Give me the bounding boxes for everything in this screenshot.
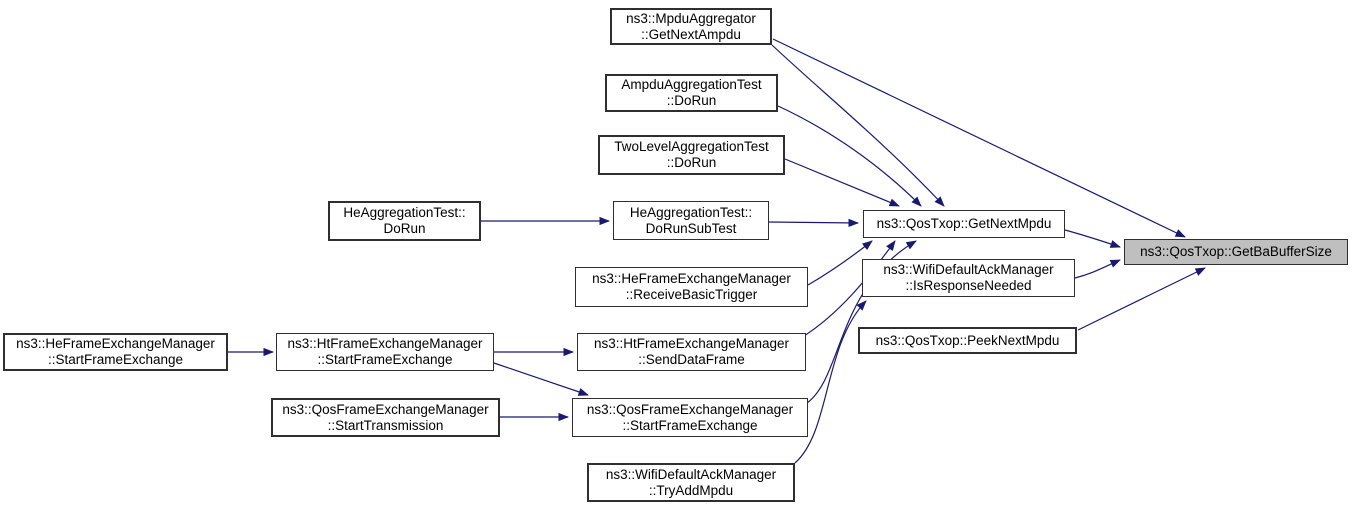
node-qos-fem-start-transmission[interactable]: ns3::QosFrameExchangeManager::StartTrans… — [271, 398, 500, 437]
node-label-line: ns3::QosTxop::PeekNextMpdu — [875, 332, 1060, 348]
edge-wifi-default-ack-manager-is-response-needed--to--qos-txop-get-ba-buffer-size — [1074, 259, 1121, 279]
edge-mpdu-aggregator-get-next-ampdu--to--qos-txop-get-next-mpdu — [771, 44, 945, 207]
node-qos-txop-get-ba-buffer-size: ns3::QosTxop::GetBaBufferSize — [1124, 239, 1348, 265]
edge-he-aggregation-test-do-run-sub-test--to--qos-txop-get-next-mpdu — [768, 218, 859, 227]
node-label-line: ::ReceiveBasicTrigger — [625, 287, 758, 302]
edge-qos-txop-get-next-mpdu--to--qos-txop-get-ba-buffer-size — [1064, 229, 1121, 248]
node-label-line: ::StartFrameExchange — [47, 352, 184, 367]
edge-mpdu-aggregator-get-next-ampdu--to--qos-txop-get-ba-buffer-size — [772, 38, 1186, 238]
node-label-line: ns3::QosFrameExchangeManager — [586, 401, 794, 417]
node-ampdu-aggregation-test-do-run[interactable]: AmpduAggregationTest::DoRun — [605, 74, 778, 112]
node-he-aggregation-test-do-run[interactable]: HeAggregationTest::DoRun — [328, 201, 481, 241]
node-label-line: ns3::QosTxop::GetNextMpdu — [876, 216, 1052, 231]
node-ht-fem-send-data-frame[interactable]: ns3::HtFrameExchangeManager::SendDataFra… — [577, 333, 806, 371]
node-label-line: HeAggregationTest:: — [629, 204, 753, 220]
node-two-level-aggregation-test-do-run[interactable]: TwoLevelAggregationTest::DoRun — [598, 135, 785, 175]
node-label-line: ::DoRun — [666, 155, 717, 170]
node-qos-txop-peek-next-mpdu[interactable]: ns3::QosTxop::PeekNextMpdu — [858, 327, 1077, 354]
edge-two-level-aggregation-test-do-run--to--qos-txop-get-next-mpdu — [784, 158, 900, 207]
edge-qos-txop-peek-next-mpdu--to--qos-txop-get-ba-buffer-size — [1077, 267, 1206, 331]
node-mpdu-aggregator-get-next-ampdu[interactable]: ns3::MpduAggregator::GetNextAmpdu — [610, 8, 772, 45]
node-label-line: ::DoRun — [666, 93, 717, 108]
node-label-line: DoRun — [383, 221, 426, 236]
node-he-aggregation-test-do-run-sub-test[interactable]: HeAggregationTest::DoRunSubTest — [613, 201, 769, 240]
node-wifi-default-ack-manager-try-add-mpdu[interactable]: ns3::WifiDefaultAckManager::TryAddMpdu — [587, 463, 795, 502]
node-he-fem-receive-basic-trigger[interactable]: ns3::HeFrameExchangeManager::ReceiveBasi… — [575, 267, 808, 307]
node-wifi-default-ack-manager-is-response-needed[interactable]: ns3::WifiDefaultAckManager::IsResponseNe… — [862, 259, 1075, 297]
node-label-line: ns3::HeFrameExchangeManager — [16, 336, 215, 351]
edge-ht-fem-send-data-frame--to--qos-txop-get-next-mpdu — [803, 240, 896, 337]
node-he-fem-start-frame-exchange[interactable]: ns3::HeFrameExchangeManager::StartFrameE… — [3, 333, 228, 371]
node-label-line: ns3::HeFrameExchangeManager — [592, 271, 791, 286]
edge-he-fem-receive-basic-trigger--to--qos-txop-get-next-mpdu — [807, 240, 873, 286]
node-label-line: ns3::WifiDefaultAckManager — [883, 262, 1054, 277]
edge-ampdu-aggregation-test-do-run--to--qos-txop-get-next-mpdu — [777, 105, 922, 207]
node-label-line: ::SendDataFrame — [638, 352, 745, 367]
node-qos-fem-start-frame-exchange[interactable]: ns3::QosFrameExchangeManager::StartFrame… — [572, 398, 808, 437]
node-qos-txop-get-next-mpdu[interactable]: ns3::QosTxop::GetNextMpdu — [863, 210, 1065, 238]
edge-ht-fem-start-frame-exchange--to--qos-fem-start-frame-exchange — [493, 362, 589, 396]
node-ht-fem-start-frame-exchange[interactable]: ns3::HtFrameExchangeManager::StartFrameE… — [276, 333, 494, 371]
node-label-line: ::TryAddMpdu — [648, 482, 734, 498]
node-label-line: ::StartFrameExchange — [317, 352, 453, 367]
edge-wifi-default-ack-manager-try-add-mpdu--to--wifi-default-ack-manager-is-response-needed — [794, 300, 867, 464]
node-label-line: ns3::WifiDefaultAckManager — [605, 466, 777, 482]
edge-group — [228, 38, 1206, 464]
node-label-line: ::StartTransmission — [327, 417, 444, 433]
node-label-line: DoRunSubTest — [645, 220, 737, 236]
node-label-line: TwoLevelAggregationTest — [614, 139, 769, 154]
node-label-line: ns3::MpduAggregator — [626, 10, 756, 26]
node-label-line: ::GetNextAmpdu — [641, 26, 741, 42]
node-label-line: ::IsResponseNeeded — [905, 278, 1032, 293]
node-label-line: ns3::HtFrameExchangeManager — [287, 336, 483, 351]
node-label-line: ns3::QosFrameExchangeManager — [282, 401, 489, 417]
node-label-line: ::StartFrameExchange — [622, 417, 758, 433]
node-label-line: ns3::HtFrameExchangeManager — [593, 336, 790, 351]
node-label-line: AmpduAggregationTest — [621, 77, 762, 92]
node-label-line: ns3::QosTxop::GetBaBufferSize — [1140, 244, 1332, 259]
node-label-line: HeAggregationTest:: — [343, 205, 466, 220]
